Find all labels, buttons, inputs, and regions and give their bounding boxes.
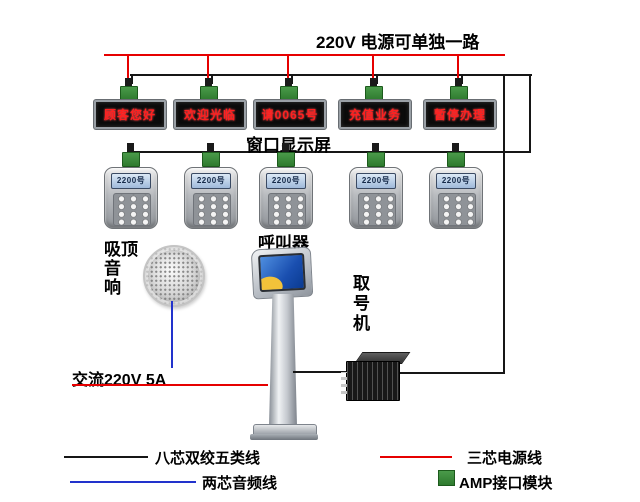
caller-lcd: 2200号 [111, 173, 151, 189]
ticket-machine-label: 取号机 [353, 274, 370, 333]
power-drop-display-3 [287, 56, 289, 80]
connector-pin-icon [125, 78, 132, 87]
caller-terminal-5: 2200号 [429, 167, 483, 229]
amp-connector-display-4 [365, 86, 383, 101]
amp-connector-display-2 [200, 86, 218, 101]
cat5-drop-to-amp-horizontal [400, 372, 505, 374]
ceiling-speaker-label-line: 响 [104, 278, 121, 297]
power-bus-line [104, 54, 505, 56]
led-display-4: 充值业务 [339, 100, 411, 129]
ceiling-speaker-label-line: 吸顶 [104, 240, 138, 259]
ac-power-label: 交流220V 5A [72, 372, 167, 389]
led-display-text: 暂停办理 [433, 108, 486, 122]
caller-terminal-1: 2200号 [104, 167, 158, 229]
caller-terminal-3: 2200号 [259, 167, 313, 229]
led-display-2: 欢迎光临 [174, 100, 246, 129]
power-drop-display-2 [207, 56, 209, 80]
cat5-drop-display-3 [291, 76, 293, 84]
caller-keypad [438, 193, 476, 226]
caller-keypad [358, 193, 396, 226]
ac-power-line [72, 384, 268, 386]
audio-line [171, 301, 173, 368]
amp-connector-caller-3 [277, 152, 295, 167]
amp-module-body [346, 361, 400, 401]
led-display-1: 顾客您好 [94, 100, 166, 129]
power-drop-display-1 [127, 56, 129, 80]
kiosk-base-plate [250, 434, 318, 440]
caller-keypad [193, 193, 231, 226]
connector-pin-icon [127, 143, 134, 153]
ceiling-speaker-label-line: 音 [104, 259, 121, 278]
amp-connector-display-5 [450, 86, 468, 101]
amp-interface-module [341, 352, 411, 401]
cat5-drop-to-amp-vertical [503, 74, 505, 374]
connector-pin-icon [452, 143, 459, 153]
ticket-dispenser-kiosk [250, 246, 318, 440]
caller-lcd: 2200号 [191, 173, 231, 189]
cat5-drop-display-5 [461, 76, 463, 84]
connector-pin-icon [282, 143, 289, 153]
legend-amp-label: AMP接口模块 [459, 475, 553, 492]
caller-keypad [268, 193, 306, 226]
amp-module-pins [341, 372, 347, 394]
caller-lcd: 2200号 [266, 173, 306, 189]
led-display-text: 顾客您好 [103, 108, 156, 122]
power-drop-display-4 [372, 56, 374, 80]
caller-lcd: 2200号 [356, 173, 396, 189]
legend-power-label: 三芯电源线 [467, 450, 543, 467]
amp-connector-caller-1 [122, 152, 140, 167]
cat5-bus-riser-right [529, 74, 531, 153]
power-drop-display-5 [457, 56, 459, 80]
caller-terminal-4: 2200号 [349, 167, 403, 229]
amp-connector-caller-5 [447, 152, 465, 167]
led-display-text: 充值业务 [348, 108, 401, 122]
led-display-text: 欢迎光临 [183, 108, 236, 122]
kiosk-screen [258, 252, 306, 293]
cat5-kiosk-to-amp-line [293, 371, 347, 373]
amp-connector-caller-2 [202, 152, 220, 167]
cat5-drop-display-2 [211, 76, 213, 84]
legend-audio-swatch [70, 481, 196, 483]
cat5-drop-display-4 [376, 76, 378, 84]
ceiling-speaker [143, 245, 205, 307]
connector-pin-icon [370, 78, 377, 87]
cat5-bus-line-displays [130, 74, 532, 76]
amp-connector-caller-4 [367, 152, 385, 167]
legend-cat5-swatch [64, 456, 148, 458]
connector-pin-icon [372, 143, 379, 153]
caller-terminal-2: 2200号 [184, 167, 238, 229]
connector-pin-icon [205, 78, 212, 87]
legend-cat5-label: 八芯双绞五类线 [155, 450, 261, 467]
kiosk-column [269, 294, 297, 426]
connector-pin-icon [285, 78, 292, 87]
cat5-bus-line-callers [130, 151, 531, 153]
legend-amp-swatch [438, 470, 455, 486]
power-bus-label: 220V 电源可单独一路 [316, 33, 480, 52]
kiosk-screen-graphic [258, 275, 284, 293]
legend-power-swatch [380, 456, 452, 458]
cat5-drop-display-1 [131, 76, 133, 84]
ceiling-speaker-label: 吸顶 音 响 [104, 240, 138, 297]
led-display-text: 请0065号 [261, 108, 319, 122]
amp-connector-display-1 [120, 86, 138, 101]
connector-pin-icon [207, 143, 214, 153]
kiosk-screen-head [250, 246, 314, 300]
caller-lcd: 2200号 [436, 173, 476, 189]
legend-audio-label: 两芯音频线 [202, 475, 278, 492]
connector-pin-icon [455, 78, 462, 87]
amp-connector-display-3 [280, 86, 298, 101]
led-display-3: 请0065号 [254, 100, 326, 129]
led-display-5: 暂停办理 [424, 100, 496, 129]
caller-keypad [113, 193, 151, 226]
